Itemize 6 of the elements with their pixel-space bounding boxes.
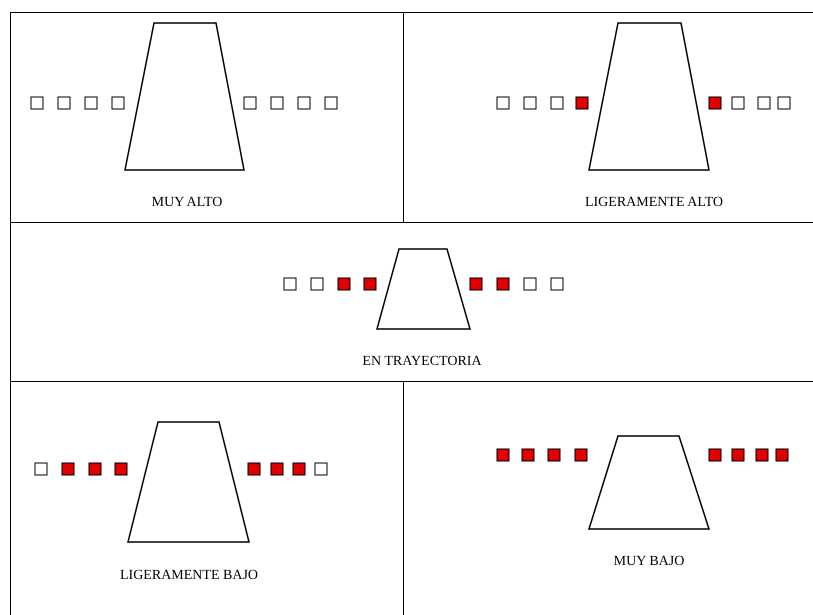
panel bbox=[10, 12, 404, 223]
panel-label: EN TRAYECTORIA bbox=[362, 354, 482, 370]
panel-label: MUY ALTO bbox=[152, 195, 222, 211]
panel-label: LIGERAMENTE ALTO bbox=[584, 195, 724, 211]
panel-label: LIGERAMENTE BAJO bbox=[120, 568, 258, 584]
panel-label: MUY BAJO bbox=[614, 554, 684, 570]
